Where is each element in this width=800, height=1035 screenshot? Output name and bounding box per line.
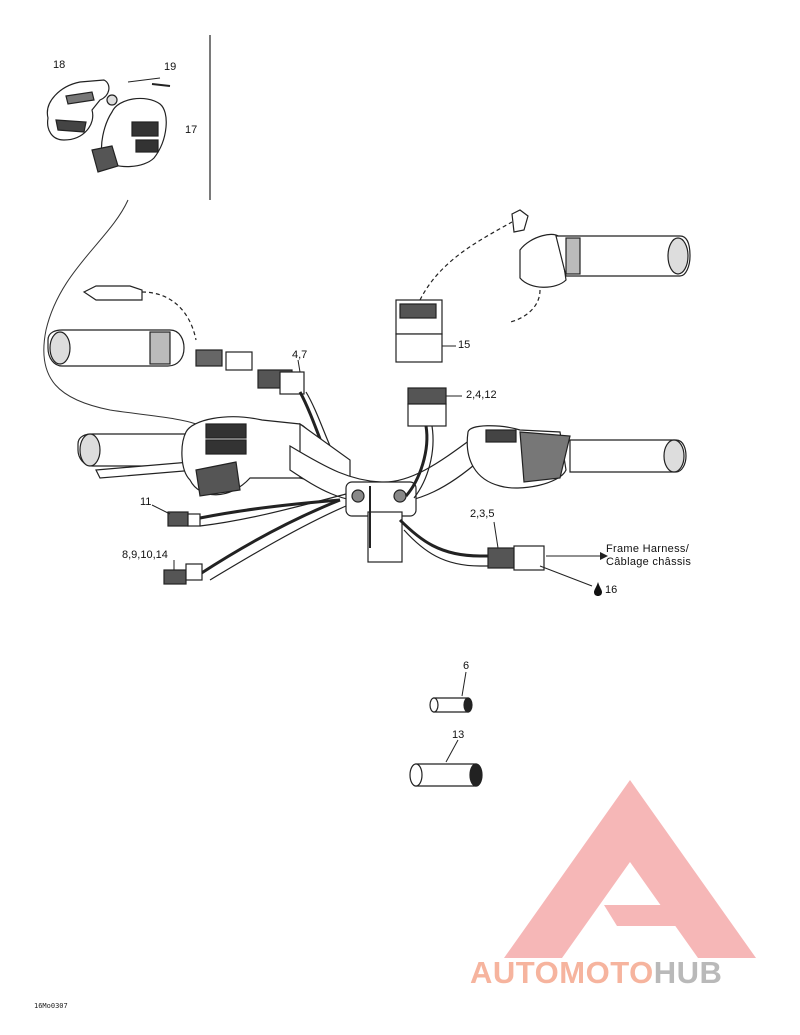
callout-17: 17	[185, 124, 198, 136]
watermark-logo	[504, 780, 756, 958]
watermark-text: AUTOMOTOHUB	[470, 955, 722, 991]
connector-4-7	[257, 369, 341, 471]
drop-icon	[594, 582, 602, 596]
sleeve-6	[429, 697, 473, 713]
cable-route-line	[43, 199, 197, 425]
callout-8-9-10-14: 8,9,10,14	[122, 549, 168, 561]
callout-18: 18	[53, 59, 66, 71]
connector-15	[395, 209, 529, 363]
drawing-code: 16Mo0307	[34, 1002, 68, 1010]
screw-19	[151, 83, 171, 87]
watermark-auto: AUTO	[470, 955, 560, 990]
callout-16: 16	[605, 584, 618, 596]
leader-13	[445, 739, 459, 763]
connector-2-4-12	[404, 387, 447, 499]
frame-harness-line2: Câblage châssis	[606, 556, 692, 568]
switch-housing-inset	[46, 79, 167, 173]
frame-harness-note: Frame Harness/ Câblage châssis	[606, 543, 691, 569]
arrowhead-frame-harness	[600, 552, 608, 560]
leader-4-7	[297, 359, 301, 373]
watermark-hub: HUB	[653, 955, 723, 990]
callout-19: 19	[164, 61, 177, 73]
left-upper-grip	[47, 285, 253, 371]
callout-4-7: 4,7	[292, 349, 308, 361]
leader-19	[127, 77, 161, 83]
leader-16	[539, 565, 593, 587]
callout-6: 6	[463, 660, 470, 672]
leader-6	[461, 671, 467, 697]
callout-11: 11	[140, 496, 152, 508]
sleeve-13	[409, 763, 483, 787]
right-upper-grip	[509, 233, 691, 323]
left-switch-assembly	[77, 416, 351, 497]
leader-2-3-5	[493, 521, 499, 549]
callout-15: 15	[458, 339, 471, 351]
frame-harness-line1: Frame Harness/	[606, 543, 690, 555]
watermark-moto: MOTO	[559, 955, 654, 990]
right-switch-assembly	[466, 425, 687, 489]
callout-2-4-12: 2,4,12	[466, 389, 497, 401]
callout-13: 13	[452, 729, 465, 741]
main-harness-lead	[398, 518, 545, 571]
leader-11	[151, 504, 171, 515]
wire-group-left-lower	[163, 493, 347, 585]
callout-2-3-5: 2,3,5	[470, 508, 495, 520]
